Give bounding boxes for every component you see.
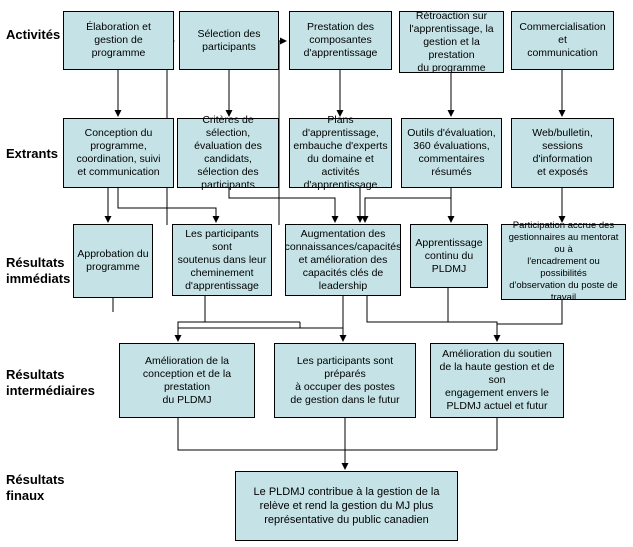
activity-program-development: Élaboration et gestion de programme [63, 11, 174, 70]
arrow-e2-i3 [228, 188, 339, 223]
intermediate-participants-prepared: Les participants sont préparés à occuper… [274, 343, 416, 418]
activity-feedback: Rétroaction sur l'apprentissage, la gest… [399, 10, 504, 74]
arrow-i3-m3 [366, 296, 501, 342]
arrow-loop-to-a3 [278, 37, 287, 225]
row-label-outputs: Extrants [6, 146, 59, 161]
final-outcome: Le PLDMJ contribue à la gestion de la re… [235, 471, 458, 541]
row-label-immediate-outcomes: Résultats immédiats [6, 255, 71, 286]
intermediate-senior-support: Amélioration du soutien de la haute gest… [430, 343, 564, 418]
output-program-design: Conception du programme, coordination, s… [63, 118, 174, 188]
arrow-e4-i3 [361, 188, 452, 223]
line-i5-to-m3 [497, 300, 563, 325]
output-selection-criteria: Critères de sélection, évaluation des ca… [177, 114, 279, 191]
activity-participant-selection: Sélection des participants [179, 11, 279, 70]
activity-marketing-communication: Commercialisation et communication [511, 11, 614, 70]
intermediate-improved-design: Amélioration de la conception et de la p… [119, 343, 255, 418]
activity-learning-delivery: Prestation des composantes d'apprentissa… [289, 11, 392, 70]
immediate-increased-capacity: Augmentation des connaissances/capacités… [285, 224, 401, 296]
output-evaluation-tools: Outils d'évaluation, 360 évaluations, co… [401, 118, 502, 188]
row-label-activities: Activités [6, 27, 61, 42]
immediate-manager-participation: Participation accrue des gestionnaires a… [501, 220, 626, 303]
line-merge-m2 [299, 322, 343, 329]
arrow-e1-i2 [117, 188, 220, 223]
immediate-program-approval: Approbation du programme [73, 224, 153, 298]
immediate-participants-supported: Les participants sont soutenus dans leur… [172, 224, 272, 296]
row-label-intermediate-outcomes: Résultats intermédiaires [6, 367, 95, 398]
row-label-final-outcomes: Résultats finaux [6, 472, 65, 503]
output-learning-plans: Plans d'apprentissage, embauche d'expert… [289, 114, 392, 191]
line-m1-merge [177, 418, 497, 451]
immediate-continuous-learning: Apprentissage continu du PLDMJ [410, 224, 488, 288]
output-web-bulletin: Web/bulletin, sessions d'information et … [511, 118, 614, 188]
arrow-i2-m1 [174, 296, 206, 342]
